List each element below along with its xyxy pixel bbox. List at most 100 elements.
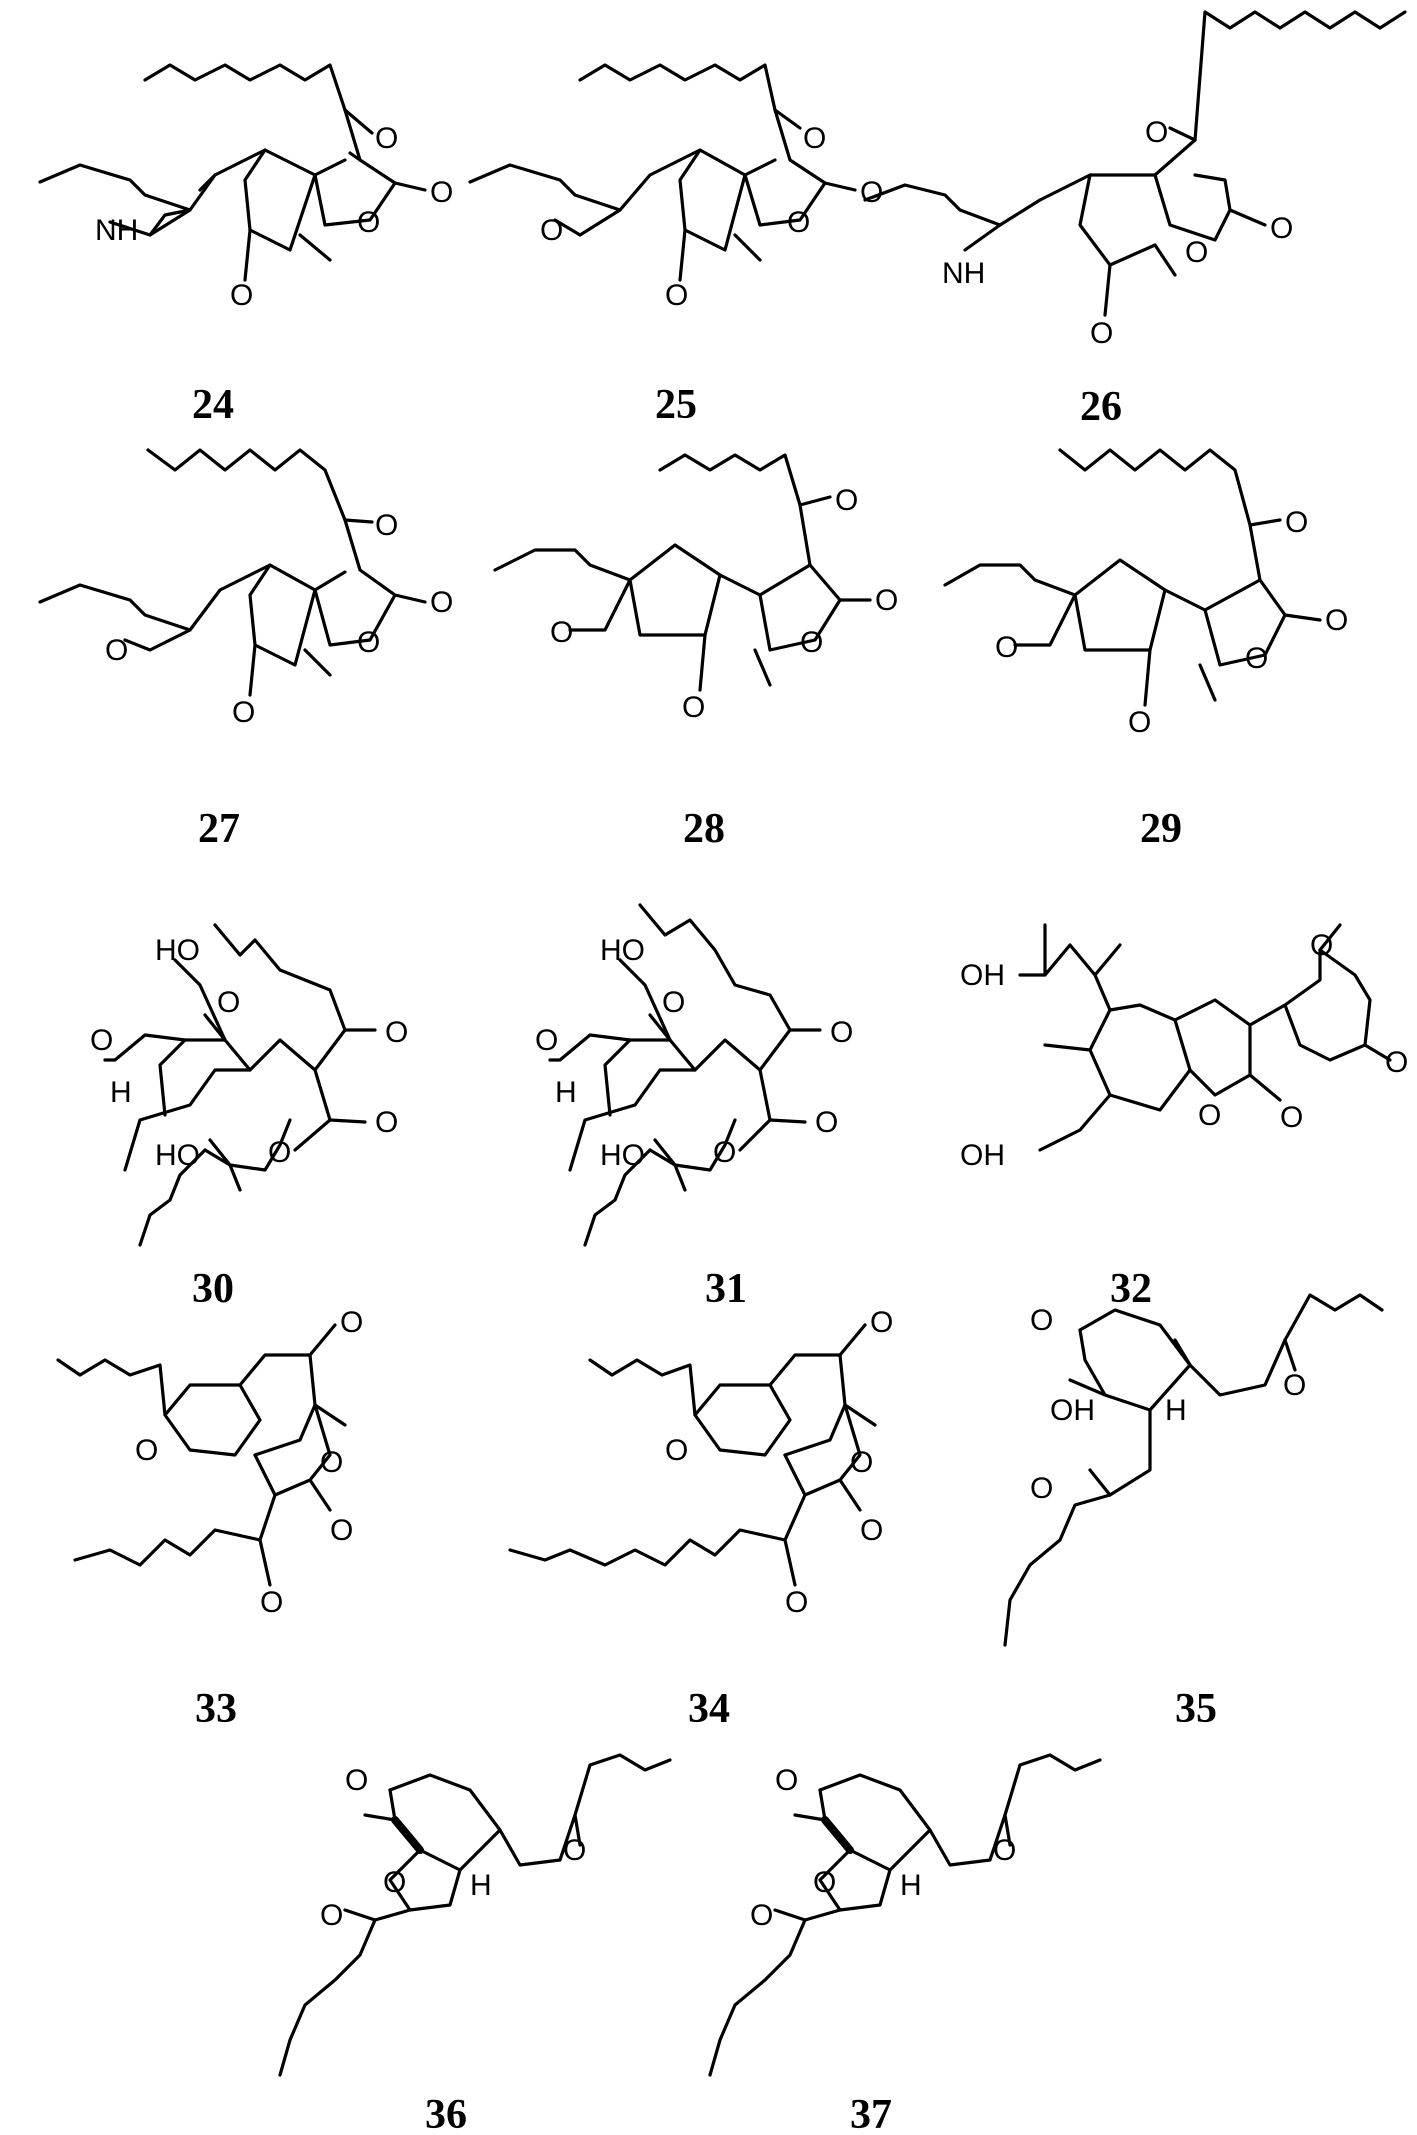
compound-27: O O O O O 27 (38, 448, 453, 852)
atom-31-h_aldehyde: H (555, 1076, 577, 1109)
compound-label-36: 36 (425, 2092, 467, 2135)
atom-30-o_aldehyde: O (90, 1024, 113, 1057)
atom-25-o_lactone_carbonyl: O (860, 176, 883, 209)
compound-30: HO O O H O O HO O 30 (90, 923, 408, 1312)
compound-label-32: 32 (1110, 1266, 1152, 1312)
atom-34-o_lactone_carbonyl: O (860, 1514, 883, 1547)
atom-33-o_ketone: O (260, 1586, 283, 1619)
atom-33-o_lactone: O (320, 1446, 343, 1479)
atom-26-o_ketone: O (1145, 116, 1168, 149)
atom-27-o_pyran: O (105, 634, 128, 667)
compound-25: O O O O O 25 (468, 63, 883, 428)
atom-29-o_lactone_carbonyl: O (1325, 604, 1348, 637)
atom-33-o_enone: O (340, 1306, 363, 1339)
compound-36: O O O H O 36 (278, 1753, 672, 2135)
atom-26-o_lactone_carbonyl: O (1270, 212, 1293, 245)
atom-31-ho_bottom: HO (600, 1139, 645, 1172)
atom-25-o_ketone: O (803, 122, 826, 155)
atom-33-o_pyran: O (135, 1434, 158, 1467)
atom-24-nh: NH (95, 214, 138, 247)
atom-35-oh: OH (1050, 1394, 1095, 1427)
atom-36-h: H (470, 1869, 492, 1902)
atom-34-o_pyran: O (665, 1434, 688, 1467)
atom-35-o_enone: O (1030, 1304, 1053, 1337)
compound-26: O O NH O O 26 (863, 10, 1407, 430)
atom-32-o_coumarin_carbonyl: O (1280, 1101, 1303, 1134)
atom-27-o_enone: O (232, 696, 255, 729)
atom-32-o_coumarin: O (1198, 1099, 1221, 1132)
atom-29-o_enone: O (1128, 706, 1151, 739)
compound-label-29: 29 (1140, 806, 1182, 852)
compound-label-27: 27 (198, 806, 240, 852)
compound-31: HO O O H O O HO O 31 (535, 903, 853, 1312)
atom-34-o_ketone: O (785, 1586, 808, 1619)
atom-24-o_enone: O (230, 279, 253, 312)
atom-24-o_ring: O (357, 206, 380, 239)
atom-28-o_lactone_carbonyl: O (875, 584, 898, 617)
compound-37: O O O H O 37 (708, 1753, 1102, 2135)
atom-26-o_ring: O (1185, 236, 1208, 269)
compound-28: O O O O O 28 (493, 453, 898, 852)
atom-34-o_lactone: O (850, 1446, 873, 1479)
atom-27-o_ketone: O (375, 509, 398, 542)
atom-32-oh_side: OH (960, 959, 1005, 992)
atom-31-ho_top: HO (600, 934, 645, 967)
atom-25-o_pyran: O (540, 214, 563, 247)
compound-24: O O NH O O 24 (38, 63, 453, 428)
atom-30-h_aldehyde: H (110, 1076, 132, 1109)
atom-28-o_ring: O (800, 626, 823, 659)
atom-31-o_ketone: O (830, 1016, 853, 1049)
atom-30-ho_bottom: HO (155, 1139, 200, 1172)
atom-26-o_enone: O (1090, 317, 1113, 350)
atom-36-o_pyran: O (563, 1834, 586, 1867)
compound-34: O O O O O 34 (508, 1306, 893, 1732)
atom-29-o_pyran: O (995, 631, 1018, 664)
atom-29-o_ketone: O (1285, 506, 1308, 539)
compound-35: O OH H O O 35 (1003, 1293, 1384, 1732)
atom-26-nh: NH (942, 257, 985, 290)
compound-label-34: 34 (688, 1686, 730, 1732)
compound-33: O O O O O 33 (56, 1306, 363, 1732)
atom-35-h: H (1165, 1394, 1187, 1427)
atom-34-o_enone: O (870, 1306, 893, 1339)
atom-25-o_ring: O (787, 206, 810, 239)
atom-32-o_pyranone_carbonyl: O (1385, 1046, 1408, 1079)
atom-35-o_ketone: O (1030, 1472, 1053, 1505)
atom-31-o_furan: O (662, 986, 685, 1019)
compound-label-35: 35 (1175, 1686, 1217, 1732)
atom-31-o_lactone_carbonyl: O (815, 1106, 838, 1139)
atom-25-o_enone: O (665, 279, 688, 312)
atom-36-o_furan: O (383, 1866, 406, 1899)
atom-24-o_ketone: O (375, 122, 398, 155)
compound-29: O O O O O 29 (943, 448, 1348, 852)
atom-27-o_lactone_carbonyl: O (430, 586, 453, 619)
atom-30-o_furan: O (217, 986, 240, 1019)
atom-32-o_pyranone: O (1310, 929, 1333, 962)
atom-30-o_ketone: O (385, 1016, 408, 1049)
atom-29-o_ring: O (1245, 642, 1268, 675)
compound-label-30: 30 (192, 1266, 234, 1312)
atom-37-o_furan: O (813, 1866, 836, 1899)
atom-35-o_pyran: O (1283, 1369, 1306, 1402)
atom-30-o_ring: O (268, 1136, 291, 1169)
compound-label-25: 25 (655, 382, 697, 428)
atom-32-oh_phenol: OH (960, 1139, 1005, 1172)
atom-37-o_pyran: O (993, 1834, 1016, 1867)
compound-label-31: 31 (705, 1266, 747, 1312)
atom-27-o_ring: O (357, 626, 380, 659)
atom-37-o_enone: O (775, 1764, 798, 1797)
atom-30-ho_top: HO (155, 934, 200, 967)
atom-37-o_methoxy: O (750, 1899, 773, 1932)
atom-28-o_enone: O (682, 691, 705, 724)
atom-31-o_ring: O (713, 1136, 736, 1169)
atom-37-h: H (900, 1869, 922, 1902)
compound-32: OH O O OH O O 32 (960, 923, 1408, 1312)
atom-30-o_lactone_carbonyl: O (375, 1106, 398, 1139)
atom-28-o_pyran: O (550, 616, 573, 649)
atom-24-o_lactone_carbonyl: O (430, 176, 453, 209)
compound-label-24: 24 (192, 382, 234, 428)
atom-36-o_enone: O (345, 1764, 368, 1797)
compound-label-26: 26 (1080, 384, 1122, 430)
compound-label-28: 28 (683, 806, 725, 852)
